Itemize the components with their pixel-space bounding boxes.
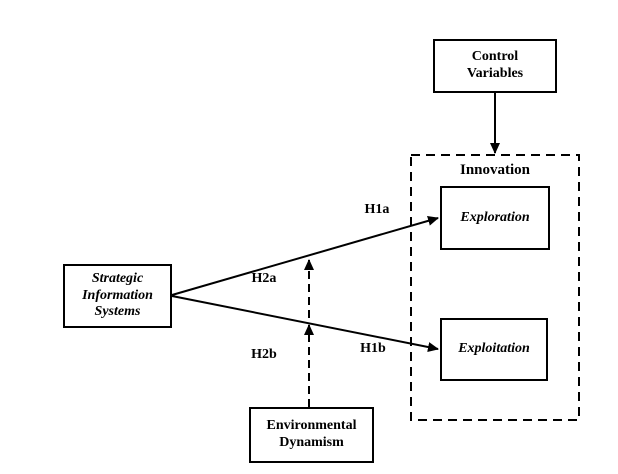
box-strategic-information-systems-label: Strategic Information Systems [82,270,153,320]
arrow-sis-to-exploration [171,215,439,296]
box-exploitation-label: Exploitation [458,341,530,357]
path-label-h2b: H2b [251,347,277,362]
path-label-h1a: H1a [364,202,390,217]
arrow-sis-to-exploitation [171,295,439,352]
box-environmental-dynamism: Environmental Dynamism [249,407,374,463]
innovation-group-title: Innovation [459,162,531,178]
path-label-h1b: H1b [360,341,386,356]
box-environmental-dynamism-label: Environmental Dynamism [266,418,357,450]
box-control-variables-label: Control Variables [466,49,524,81]
box-exploitation: Exploitation [440,318,548,381]
box-exploration: Exploration [440,186,550,250]
box-control-variables: Control Variables [433,39,557,93]
path-label-h2a: H2a [251,271,277,286]
innovation-group-border [410,154,580,421]
box-exploration-label: Exploration [460,209,530,225]
box-strategic-information-systems: Strategic Information Systems [63,264,172,328]
